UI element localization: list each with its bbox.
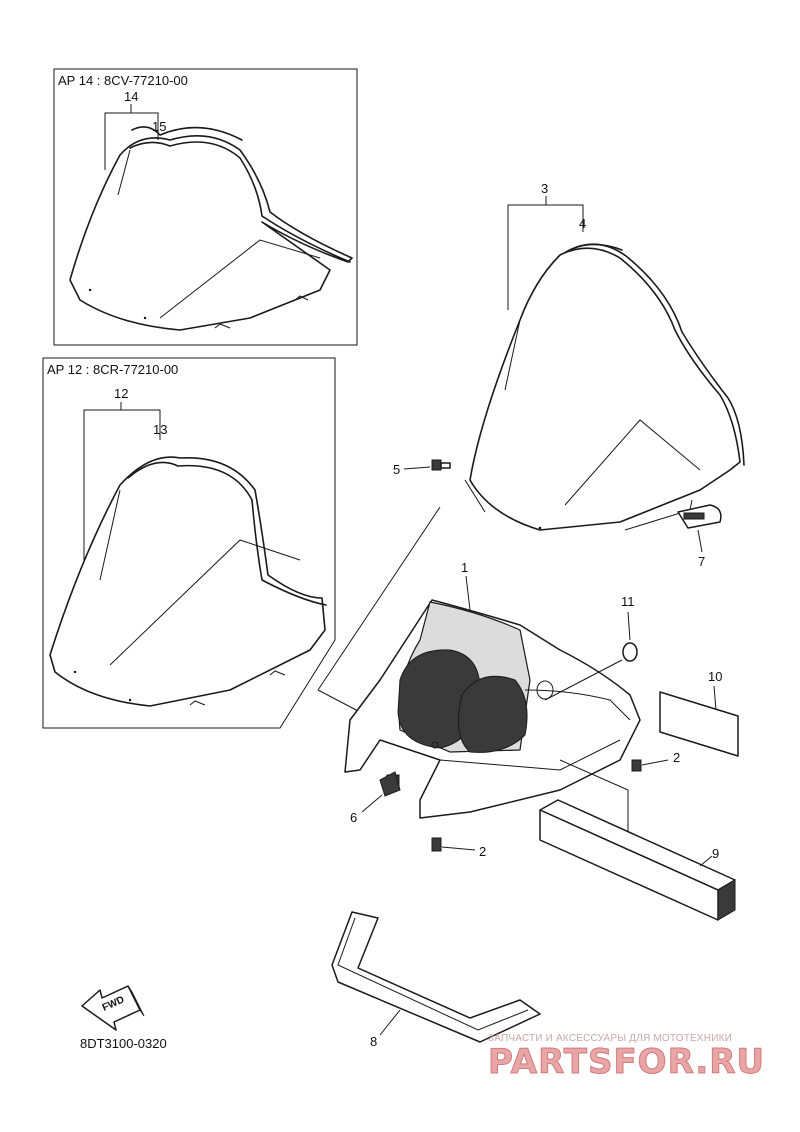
windshield-part-14: [69, 134, 353, 331]
callout-3: 3: [541, 181, 548, 196]
callout-5: 5: [393, 462, 400, 477]
watermark: ЗАПЧАСТИ И АКСЕССУАРЫ ДЛЯ МОТОТЕХНИКИ PA…: [488, 1033, 788, 1082]
clip-part-7: 7: [677, 504, 722, 569]
inset-box-ap14: AP 14 : 8CV-77210-00 14 15: [53, 68, 358, 346]
callout-6: 6: [350, 810, 357, 825]
grommet-part-11: 11: [544, 594, 635, 701]
windshield-part-3: [469, 196, 745, 531]
callout-4: 4: [579, 216, 586, 231]
fwd-arrow-icon: FWD: [81, 985, 145, 1031]
watermark-tagline: ЗАПЧАСТИ И АКСЕССУАРЫ ДЛЯ МОТОТЕХНИКИ: [488, 1033, 733, 1044]
cowl-part-1: [317, 479, 641, 819]
callout-1: 1: [461, 560, 468, 575]
callout-10: 10: [708, 669, 722, 684]
label-part-10: 10: [659, 669, 739, 757]
callout-9: 9: [712, 846, 719, 861]
collar-part-6: 6: [350, 771, 401, 825]
windshield-part-12: [49, 456, 327, 707]
watermark-logo: PARTSFOR.RU: [488, 1042, 766, 1082]
inset-box-ap12: AP 12 : 8CR-77210-00 12 13: [42, 357, 336, 729]
screw-part-2-lower: 2: [431, 837, 486, 859]
callout-14: 14: [124, 89, 138, 104]
callout-8: 8: [370, 1034, 377, 1049]
trim-part-8: 8: [331, 911, 541, 1049]
callout-2-lower: 2: [479, 844, 486, 859]
inset-title-ap12: AP 12 : 8CR-77210-00: [47, 362, 178, 377]
trim-part-4: [565, 243, 623, 253]
callout-12: 12: [114, 386, 128, 401]
foam-part-9: 9: [539, 790, 736, 921]
bolt-part-5: 5: [393, 459, 451, 477]
callout-13: 13: [153, 422, 167, 437]
drawing-code: 8DT3100-0320: [80, 1036, 167, 1051]
screw-part-2-upper: 2: [631, 750, 680, 772]
callout-2-upper: 2: [673, 750, 680, 765]
trim-part-15: [131, 126, 243, 141]
inset-title-ap14: AP 14 : 8CV-77210-00: [58, 73, 188, 88]
callout-7: 7: [698, 554, 705, 569]
callout-11: 11: [621, 594, 635, 609]
callout-15: 15: [152, 119, 166, 134]
